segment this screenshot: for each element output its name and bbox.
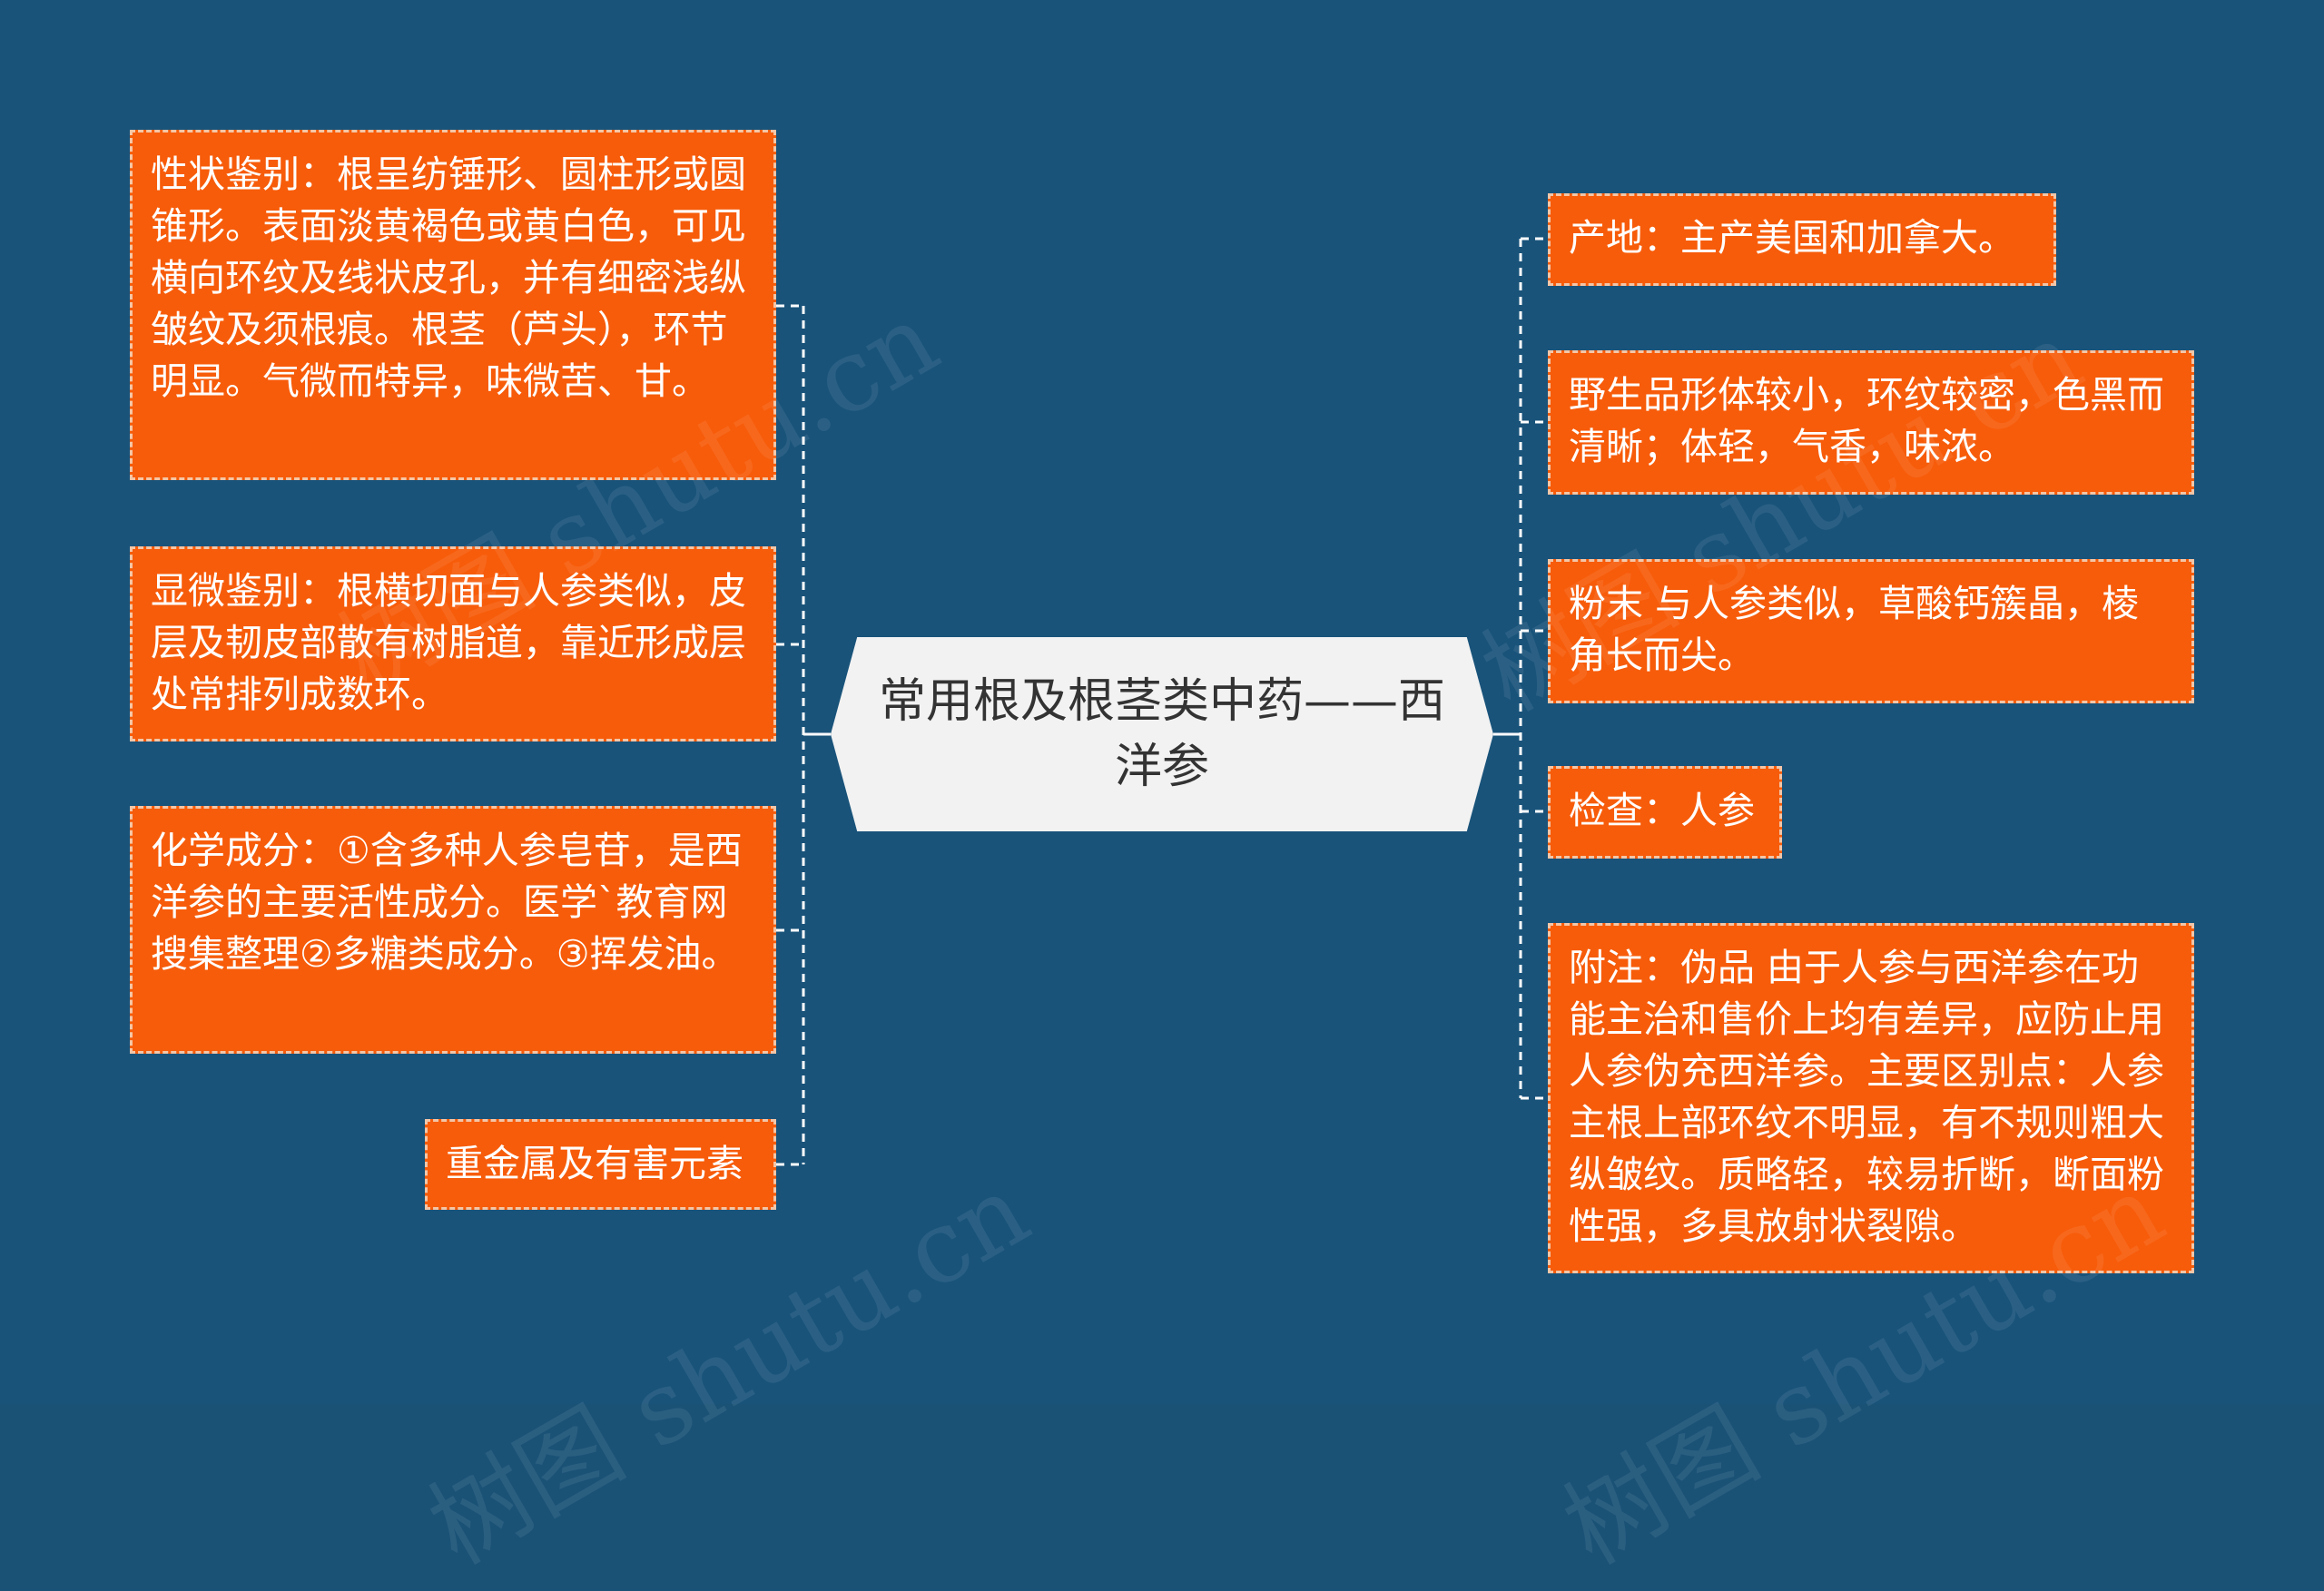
connector-lines [776, 237, 1548, 1166]
left-node-character[interactable]: 性状鉴别：根呈纺锤形、圆柱形或圆锥形。表面淡黄褐色或黄白色，可见横向环纹及线状皮… [130, 130, 776, 480]
left-node-microscopy[interactable]: 显微鉴别：根横切面与人参类似，皮层及韧皮部散有树脂道，靠近形成层处常排列成数环。 [130, 546, 776, 741]
right-node-origin[interactable]: 产地：主产美国和加拿大。 [1548, 193, 2056, 286]
node-text: 显微鉴别：根横切面与人参类似，皮层及韧皮部散有树脂道，靠近形成层处常排列成数环。 [151, 569, 746, 716]
left-node-heavy-metals[interactable]: 重金属及有害元素 [425, 1119, 776, 1210]
node-text: 检查：人参 [1569, 789, 1755, 832]
right-node-powder[interactable]: 粉末 与人参类似，草酸钙簇晶，棱角长而尖。 [1548, 559, 2194, 703]
node-text: 产地：主产美国和加拿大。 [1569, 216, 2015, 260]
mind-map-canvas: 常用根及根茎类中药——西洋参 性状鉴别：根呈纺锤形、圆柱形或圆锥形。表面淡黄褐色… [130, 130, 2194, 1586]
left-node-chemistry[interactable]: 化学成分：①含多种人参皂苷，是西洋参的主要活性成分。医学`教育网搜集整理②多糖类… [130, 806, 776, 1054]
central-topic-label: 常用根及根茎类中药——西洋参 [878, 674, 1445, 794]
node-text: 化学成分：①含多种人参皂苷，是西洋参的主要活性成分。医学`教育网搜集整理②多糖类… [151, 829, 743, 976]
node-text: 性状鉴别：根呈纺锤形、圆柱形或圆锥形。表面淡黄褐色或黄白色，可见横向环纹及线状皮… [151, 152, 746, 403]
node-text: 重金属及有害元素 [446, 1142, 743, 1185]
node-text: 粉末 与人参类似，草酸钙簇晶，棱角长而尖。 [1569, 582, 2140, 677]
right-node-note[interactable]: 附注：伪品 由于人参与西洋参在功能主治和售价上均有差异，应防止用人参伪充西洋参。… [1548, 923, 2194, 1273]
central-topic[interactable]: 常用根及根茎类中药——西洋参 [831, 637, 1493, 831]
node-text: 野生品形体较小，环纹较密，色黑而清晰；体轻，气香，味浓。 [1569, 373, 2164, 468]
right-node-inspection[interactable]: 检查：人参 [1548, 766, 1782, 859]
right-node-wild[interactable]: 野生品形体较小，环纹较密，色黑而清晰；体轻，气香，味浓。 [1548, 350, 2194, 495]
node-text: 附注：伪品 由于人参与西洋参在功能主治和售价上均有差异，应防止用人参伪充西洋参。… [1569, 946, 2164, 1248]
